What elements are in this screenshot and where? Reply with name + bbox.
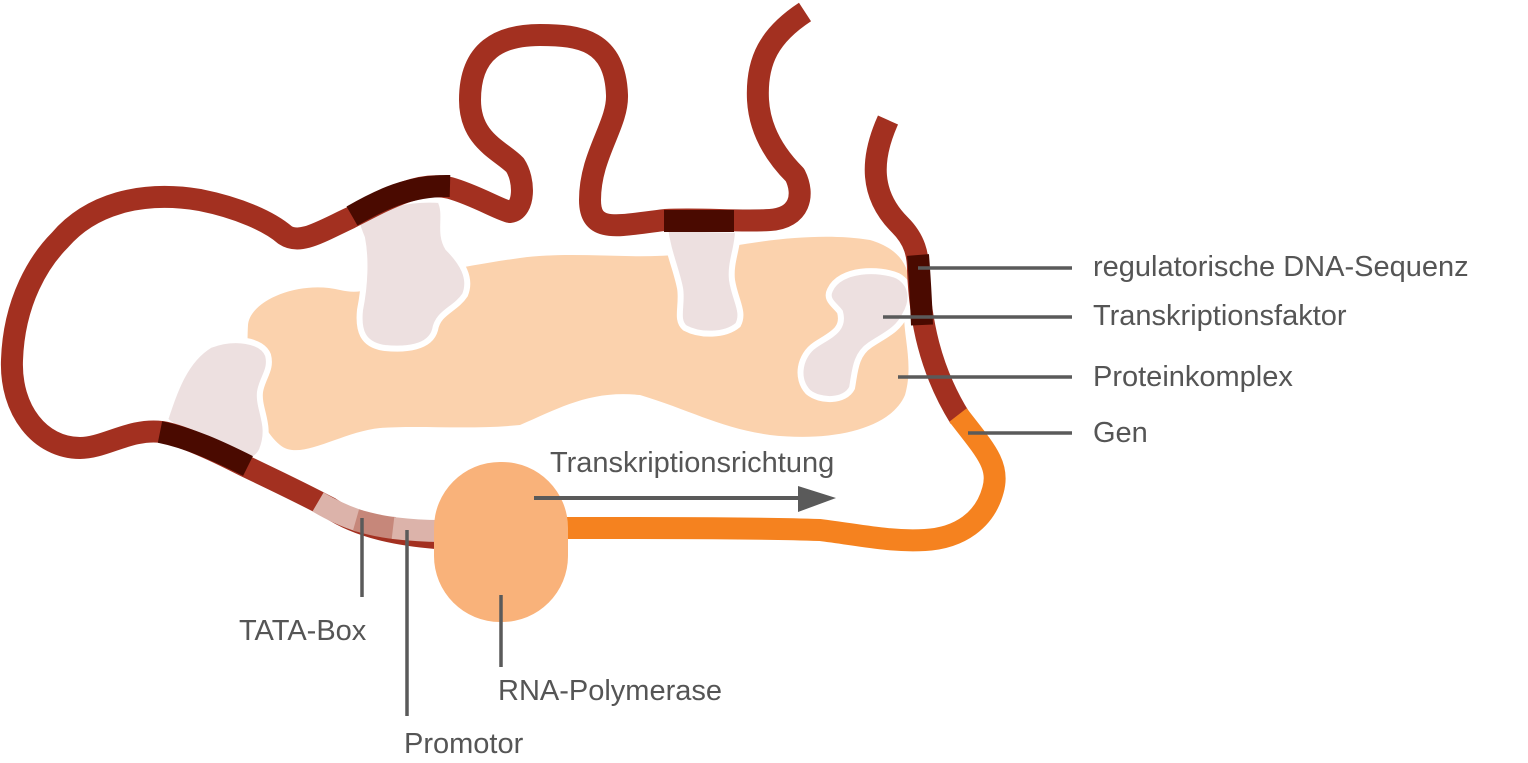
regulatory-sequence-4	[907, 254, 933, 326]
label-rna-polymerase: RNA-Polymerase	[498, 675, 722, 707]
arrow-head-icon	[798, 486, 836, 512]
protein-complex	[247, 236, 909, 451]
promoter-segment	[391, 517, 441, 542]
label-transcription-direction: Transkriptionsrichtung	[550, 447, 834, 479]
label-gene: Gen	[1093, 417, 1148, 449]
transcription-factor-right	[797, 268, 914, 402]
gene-strand	[559, 408, 1006, 552]
label-transcription-factor: Transkriptionsfaktor	[1093, 300, 1347, 332]
label-promoter: Promotor	[404, 728, 524, 760]
label-protein-complex: Proteinkomplex	[1093, 361, 1293, 393]
rna-polymerase	[434, 462, 568, 622]
transcription-factor-top-right	[661, 224, 744, 337]
label-tata-box: TATA-Box	[239, 615, 367, 647]
leader-lines	[360, 266, 1072, 716]
promoter-segment-outer	[312, 492, 364, 532]
transcription-direction-arrow	[534, 486, 836, 512]
dna-strand-right	[864, 115, 970, 424]
transcription-factor-top-left	[351, 196, 471, 352]
label-regulatory-sequence: regulatorische DNA-Sequenz	[1093, 251, 1469, 283]
tata-box-segment	[352, 509, 397, 539]
regulatory-sequence-1	[157, 421, 253, 476]
promoter-region	[312, 492, 441, 542]
regulatory-sequence-2	[346, 174, 451, 226]
